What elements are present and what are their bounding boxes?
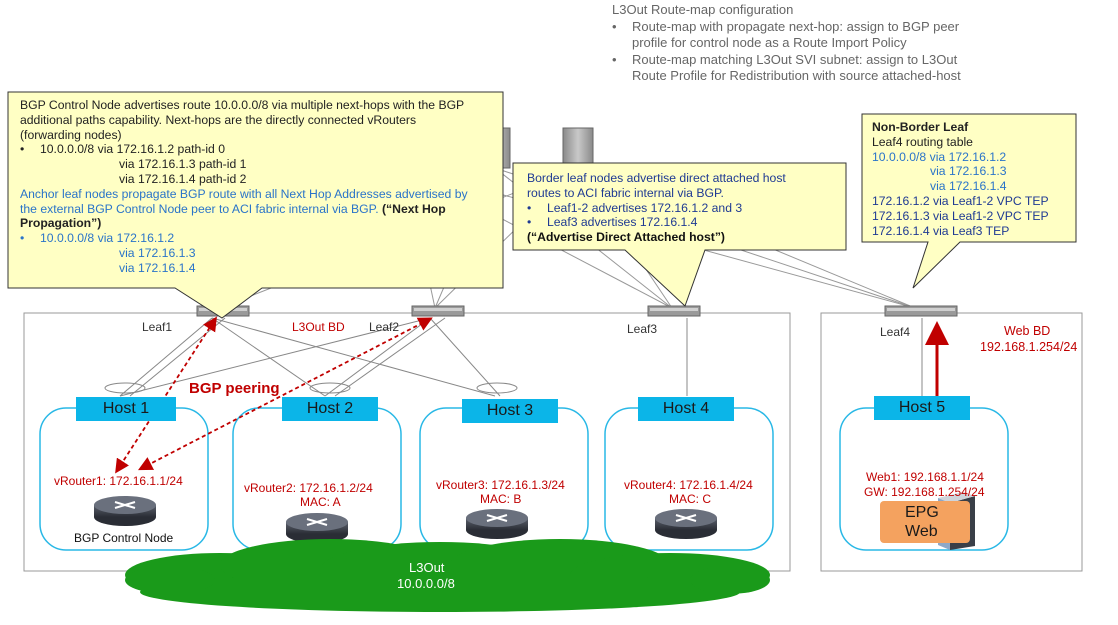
callout-bgp-text: BGP Control Node advertises route 10.0.0… xyxy=(20,98,468,275)
vrouter3-mac: MAC: B xyxy=(480,492,522,506)
web-bd-label: Web BD xyxy=(1004,324,1051,338)
border-bold: (“Advertise Direct Attached host”) xyxy=(527,230,725,245)
bgp-callout-line2: additional paths capability. Next-hops a… xyxy=(20,112,417,127)
router4-icon xyxy=(655,509,717,539)
nonborder-route1: 10.0.0.0/8 via 172.16.1.2 xyxy=(872,149,1007,164)
anchor-line2: the external BGP Control Node peer to AC… xyxy=(20,201,379,216)
l3out-cloud-label: L3Out xyxy=(409,560,445,575)
bgp-callout-line3: (forwarding nodes) xyxy=(20,127,122,142)
prop-route-via2: via 172.16.1.3 xyxy=(119,245,196,260)
border-bullet1: Leaf1-2 advertises 172.16.1.2 and 3 xyxy=(547,200,743,215)
bgp-callout-line1: BGP Control Node advertises route 10.0.0… xyxy=(20,98,465,112)
anchor-bold1: (“Next Hop xyxy=(382,201,446,216)
web-bd-subnet: 192.168.1.254/24 xyxy=(980,340,1078,354)
bgp-peering-arrows xyxy=(115,316,433,474)
bgp-peering-label: BGP peering xyxy=(189,380,280,397)
callout-border-text: Border leaf nodes advertise direct attac… xyxy=(527,171,786,245)
nonborder-tep2: 172.16.1.3 via Leaf1-2 VPC TEP xyxy=(872,208,1049,223)
vrouter2-label: vRouter2: 172.16.1.2/24 xyxy=(244,481,373,495)
l3out-cloud-subnet: 10.0.0.0/8 xyxy=(397,576,455,591)
note-bullet1-line2: profile for control node as a Route Impo… xyxy=(632,35,907,50)
host1-label: Host 1 xyxy=(76,397,176,421)
route-map-note: L3Out Route-map configuration •Route-map… xyxy=(612,2,961,83)
leaf2-switch xyxy=(411,305,465,317)
leaf-switches xyxy=(196,305,958,317)
border-bullet2: Leaf3 advertises 172.16.1.4 xyxy=(547,215,698,230)
route-map-note-title: L3Out Route-map configuration xyxy=(612,2,794,17)
leaf1-label: Leaf1 xyxy=(142,320,173,334)
nonborder-subtitle: Leaf4 routing table xyxy=(872,134,973,149)
anchor-line1: Anchor leaf nodes propagate BGP route wi… xyxy=(20,186,468,201)
leaf2-label: Leaf2 xyxy=(369,320,400,334)
bgp-route-line: 10.0.0.0/8 via 172.16.1.2 path-id 0 xyxy=(40,142,225,157)
note-bullet1-line1: Route-map with propagate next-hop: assig… xyxy=(632,18,960,34)
nonborder-route3: via 172.16.1.4 xyxy=(930,179,1007,194)
callout-bgp-shape xyxy=(7,91,504,319)
prop-route-line: 10.0.0.0/8 via 172.16.1.2 xyxy=(40,231,175,246)
gw-label: GW: 192.168.1.254/24 xyxy=(864,485,985,499)
nonborder-title: Non-Border Leaf xyxy=(872,120,969,134)
leaf4-switch xyxy=(884,305,958,317)
web1-label: Web1: 192.168.1.1/24 xyxy=(866,470,984,484)
epg-web-label: Web xyxy=(905,523,938,540)
nonborder-tep1: 172.16.1.2 via Leaf1-2 VPC TEP xyxy=(872,193,1049,208)
nonborder-route2: via 172.16.1.3 xyxy=(930,164,1007,179)
vrouter3-label: vRouter3: 172.16.1.3/24 xyxy=(436,478,565,492)
note-bullet2-line2: Route Profile for Redistribution with so… xyxy=(632,68,961,83)
host3-label: Host 3 xyxy=(462,399,558,423)
bgp-route-via3: via 172.16.1.4 path-id 2 xyxy=(119,171,247,186)
callout-nonborder-text: Non-Border Leaf Leaf4 routing table 10.0… xyxy=(872,120,1049,238)
border-callout-line2: routes to ACI fabric internal via BGP. xyxy=(527,185,724,200)
host5-label: Host 5 xyxy=(874,396,970,420)
leaf3-switch xyxy=(647,305,701,317)
prop-route-via3: via 172.16.1.4 xyxy=(119,260,196,275)
vrouter4-mac: MAC: C xyxy=(669,492,711,506)
callout-border-shape xyxy=(512,162,847,307)
epg-label: EPG xyxy=(905,504,939,521)
leaf4-label: Leaf4 xyxy=(880,325,911,339)
l3out-cloud xyxy=(125,539,770,612)
bgp-route-via2: via 172.16.1.3 path-id 1 xyxy=(119,157,247,172)
leaf3-label: Leaf3 xyxy=(627,322,658,336)
bgp-control-node-label: BGP Control Node xyxy=(74,531,174,545)
router1-icon xyxy=(94,496,156,526)
host2-label: Host 2 xyxy=(282,397,378,421)
anchor-bold2: Propagation”) xyxy=(20,216,102,231)
router2-icon xyxy=(286,513,348,543)
border-callout-line1: Border leaf nodes advertise direct attac… xyxy=(527,171,786,185)
router3-icon xyxy=(466,509,528,539)
l3out-bd-label: L3Out BD xyxy=(292,320,345,334)
epg-web-box: EPG Web xyxy=(880,501,970,543)
routers xyxy=(94,496,717,543)
callout-nonborder-shape xyxy=(861,113,1077,289)
host4-label: Host 4 xyxy=(638,397,734,421)
note-bullet2-line1: Route-map matching L3Out SVI subnet: ass… xyxy=(632,51,958,67)
vrouter4-label: vRouter4: 172.16.1.4/24 xyxy=(624,478,753,492)
vrouter2-mac: MAC: A xyxy=(300,495,341,509)
vrouter1-label: vRouter1: 172.16.1.1/24 xyxy=(54,474,183,488)
nonborder-tep3: 172.16.1.4 via Leaf3 TEP xyxy=(872,223,1010,238)
